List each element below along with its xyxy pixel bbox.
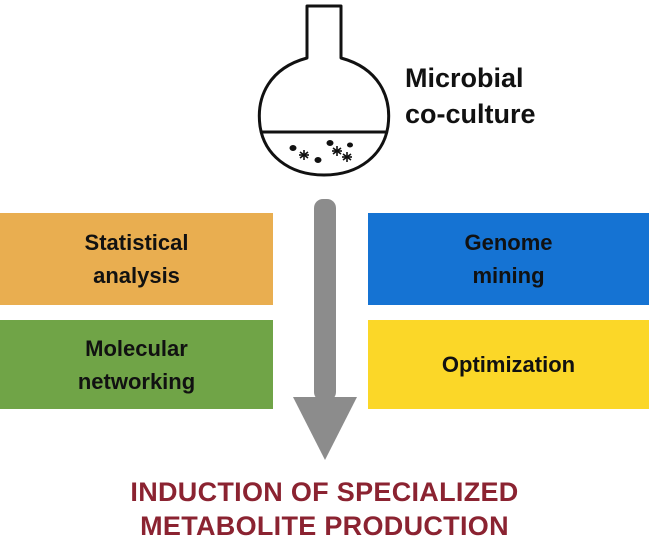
- flask-label-line1: Microbial: [405, 63, 524, 93]
- statistical-analysis-line2: analysis: [93, 263, 180, 288]
- flask-icon: [257, 4, 391, 177]
- arrow-head: [293, 397, 357, 460]
- arrow-shaft: [314, 199, 336, 401]
- conclusion-line1: INDUCTION OF SPECIALIZED: [130, 477, 519, 507]
- optimization-box: Optimization: [368, 320, 649, 409]
- genome-mining-box: Genome mining: [368, 213, 649, 305]
- flask-label: Microbial co-culture: [405, 60, 605, 132]
- genome-mining-line2: mining: [472, 263, 545, 288]
- statistical-analysis-box: Statistical analysis: [0, 213, 273, 305]
- down-arrow-icon: [293, 199, 357, 460]
- statistical-analysis-line1: Statistical: [84, 230, 189, 255]
- molecular-networking-box: Molecular networking: [0, 320, 273, 409]
- conclusion-line2: METABOLITE PRODUCTION: [140, 511, 509, 541]
- molecular-networking-line2: networking: [77, 368, 196, 394]
- genome-mining-line1: Genome: [464, 230, 553, 255]
- flask-label-line2: co-culture: [405, 99, 536, 129]
- conclusion-text: INDUCTION OF SPECIALIZED METABOLITE PROD…: [0, 475, 649, 543]
- optimization-label: Optimization: [441, 352, 576, 377]
- molecular-networking-line1: Molecular: [85, 335, 188, 361]
